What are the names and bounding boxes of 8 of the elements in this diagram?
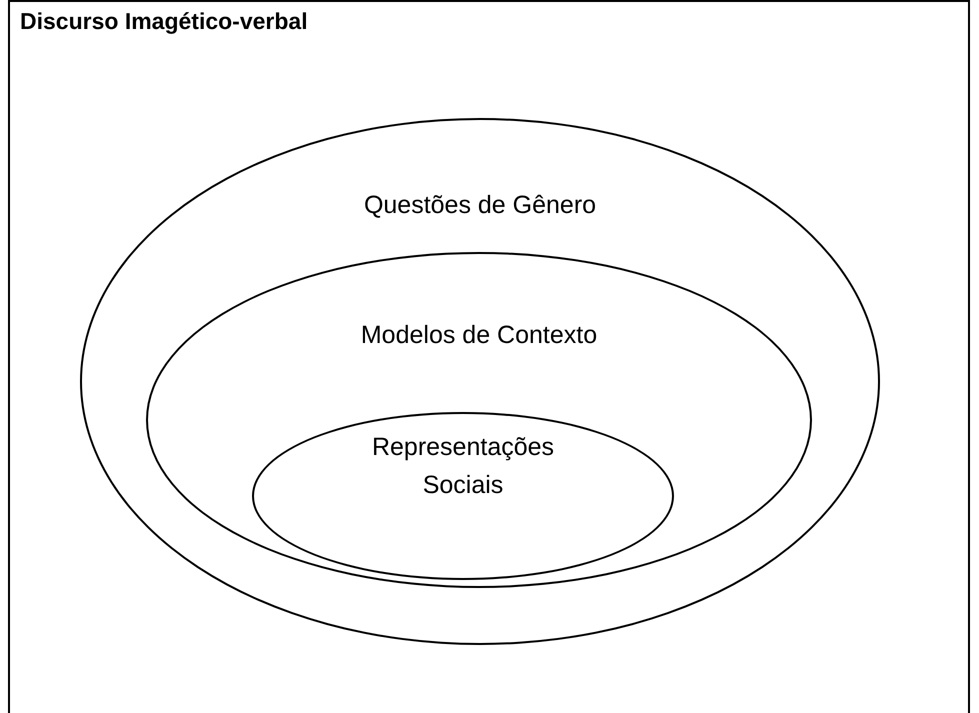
frame-label: Discurso Imagético-verbal (20, 8, 308, 35)
ellipse (252, 412, 674, 580)
ellipse (80, 118, 880, 645)
ellipse-label: Representações Sociais (370, 432, 556, 501)
ellipse-label: Modelos de Contexto (360, 320, 598, 351)
outer-frame (8, 0, 970, 713)
ellipse-label: Questões de Gênero (362, 190, 598, 221)
ellipse (146, 252, 812, 588)
